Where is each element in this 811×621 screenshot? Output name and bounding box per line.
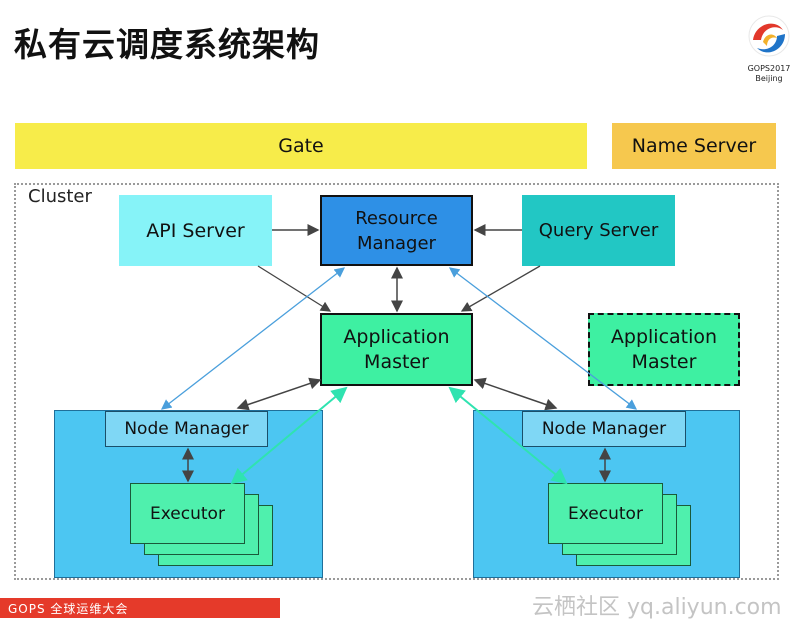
- footer-banner-text: GOPS 全球运维大会: [8, 602, 129, 616]
- node-manager-left: Node Manager: [105, 411, 268, 447]
- application-master-label: Application Master: [343, 325, 450, 373]
- gate-label: Gate: [278, 135, 324, 157]
- node-manager-right-label: Node Manager: [541, 419, 667, 439]
- executor-left-label: Executor: [150, 503, 225, 524]
- resource-manager-box: Resource Manager: [320, 195, 473, 266]
- executor-right: Executor: [548, 483, 663, 544]
- logo-line-1: GOPS2017: [747, 64, 791, 73]
- executor-left: Executor: [130, 483, 245, 544]
- executor-right-label: Executor: [568, 503, 643, 524]
- gops-logo: GOPS2017 Beijing: [741, 12, 797, 88]
- application-master-box: Application Master: [320, 313, 473, 386]
- node-manager-left-label: Node Manager: [124, 419, 249, 439]
- gops-swirl-icon: [748, 15, 790, 57]
- application-master-standby-box: Application Master: [588, 313, 740, 386]
- resource-manager-label: Resource Manager: [355, 207, 438, 254]
- footer-banner: GOPS 全球运维大会: [0, 598, 280, 618]
- name-server-label: Name Server: [631, 135, 757, 157]
- logo-line-2: Beijing: [755, 74, 783, 83]
- gate-box: Gate: [15, 123, 587, 169]
- name-server-box: Name Server: [612, 123, 776, 169]
- cluster-label: Cluster: [28, 186, 92, 207]
- page-title: 私有云调度系统架构: [14, 25, 320, 64]
- node-manager-right: Node Manager: [522, 411, 686, 447]
- cluster-boundary: [14, 183, 779, 580]
- application-master-standby-label: Application Master: [610, 325, 718, 373]
- query-server-box: Query Server: [522, 195, 675, 266]
- query-server-label: Query Server: [538, 220, 659, 241]
- api-server-box: API Server: [119, 195, 272, 266]
- watermark: 云栖社区 yq.aliyun.com: [532, 595, 782, 620]
- api-server-label: API Server: [146, 219, 245, 242]
